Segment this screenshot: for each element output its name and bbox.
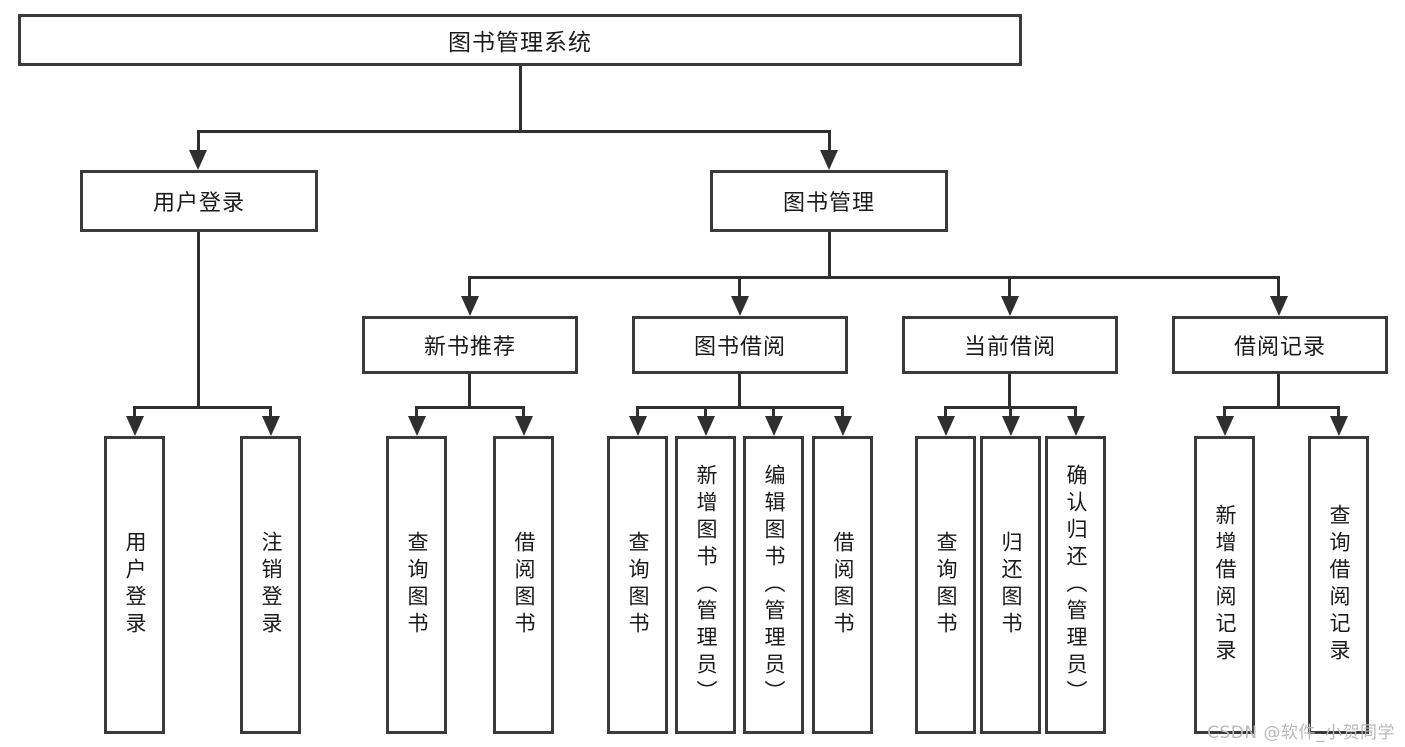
edge-drop-new-book-recommend (468, 276, 471, 296)
edge-user-login-stem (197, 232, 200, 406)
edge-drop-leaf-query-book-3 (944, 406, 947, 418)
edge-drop-book-management (828, 130, 831, 150)
node-leaf-add-book[interactable]: 新增图书（管理员） (675, 436, 736, 734)
edge-drop-leaf-return-book (1009, 406, 1012, 418)
node-label: 图书管理系统 (448, 30, 592, 56)
arrowhead-leaf-query-book-3 (937, 416, 955, 436)
edge-book-borrow-stem (738, 374, 741, 406)
node-leaf-borrow-book-1[interactable]: 借阅图书 (493, 436, 554, 734)
edge-drop-leaf-query-record (1337, 406, 1340, 418)
edge-drop-leaf-add-record (1223, 406, 1226, 418)
node-label: 借阅记录 (1233, 335, 1326, 360)
edge-level2-bus (197, 130, 831, 133)
edge-new-book-recommend-stem (468, 374, 471, 406)
node-label: 注销登录 (259, 531, 283, 639)
node-label: 新增图书（管理员） (694, 463, 718, 707)
edge-new-book-recommend-leaf-bus (415, 406, 525, 409)
node-label: 查询图书 (626, 531, 650, 639)
node-leaf-edit-book[interactable]: 编辑图书（管理员） (743, 436, 804, 734)
arrowhead-book-management (820, 150, 838, 170)
node-current-borrow[interactable]: 当前借阅 (902, 316, 1118, 374)
arrowhead-leaf-user-login (126, 416, 144, 436)
edge-root-stem (519, 66, 522, 130)
node-label: 编辑图书（管理员） (762, 463, 786, 707)
edge-drop-user-login (197, 130, 200, 150)
edge-drop-current-borrow (1008, 276, 1011, 296)
node-book-borrow[interactable]: 图书借阅 (632, 316, 848, 374)
arrowhead-leaf-confirm-return (1067, 416, 1085, 436)
edge-borrow-record-leaf-bus (1223, 406, 1340, 409)
edge-drop-leaf-edit-book (772, 406, 775, 418)
arrowhead-leaf-borrow-book-1 (515, 416, 533, 436)
node-leaf-query-book-3[interactable]: 查询图书 (915, 436, 976, 734)
node-label: 查询图书 (405, 531, 429, 639)
node-leaf-query-book-1[interactable]: 查询图书 (386, 436, 447, 734)
arrowhead-leaf-query-book-1 (408, 416, 426, 436)
edge-drop-borrow-record (1277, 276, 1280, 296)
node-label: 借阅图书 (831, 531, 855, 639)
arrowhead-user-login (189, 150, 207, 170)
edge-book-management-stem (828, 232, 831, 276)
node-label: 新增借阅记录 (1213, 504, 1237, 666)
node-label: 确认归还（管理员） (1064, 463, 1088, 707)
arrowhead-leaf-query-book-2 (629, 416, 647, 436)
node-label: 归还图书 (999, 531, 1023, 639)
edge-level3-bus (468, 276, 1280, 279)
node-label: 新书推荐 (423, 335, 516, 360)
node-label: 当前借阅 (963, 335, 1056, 360)
arrowhead-leaf-query-record (1330, 416, 1348, 436)
arrowhead-leaf-edit-book (765, 416, 783, 436)
node-leaf-borrow-book-2[interactable]: 借阅图书 (812, 436, 873, 734)
node-leaf-add-record[interactable]: 新增借阅记录 (1194, 436, 1255, 734)
node-leaf-query-book-2[interactable]: 查询图书 (607, 436, 668, 734)
arrowhead-book-borrow (731, 296, 749, 316)
node-new-book-recommend[interactable]: 新书推荐 (362, 316, 578, 374)
edge-drop-leaf-user-login (133, 406, 136, 418)
node-leaf-return-book[interactable]: 归还图书 (980, 436, 1041, 734)
node-leaf-query-record[interactable]: 查询借阅记录 (1308, 436, 1369, 734)
edge-user-login-leaf-bus (133, 406, 272, 409)
arrowhead-new-book-recommend (461, 296, 479, 316)
node-leaf-logout[interactable]: 注销登录 (240, 436, 301, 734)
node-root-book-management-system[interactable]: 图书管理系统 (18, 14, 1022, 66)
edge-book-borrow-leaf-bus (636, 406, 844, 409)
edge-borrow-record-stem (1277, 374, 1280, 406)
edge-drop-leaf-logout (269, 406, 272, 418)
edge-drop-leaf-query-book-1 (415, 406, 418, 418)
arrowhead-borrow-record (1270, 296, 1288, 316)
arrowhead-leaf-add-record (1216, 416, 1234, 436)
edge-drop-leaf-borrow-book-2 (841, 406, 844, 418)
arrowhead-leaf-borrow-book-2 (834, 416, 852, 436)
node-book-management[interactable]: 图书管理 (710, 170, 948, 232)
node-label: 图书管理 (782, 191, 875, 216)
node-label: 借阅图书 (512, 531, 536, 639)
edge-drop-leaf-add-book (704, 406, 707, 418)
edge-current-borrow-stem (1008, 374, 1011, 406)
node-label: 查询借阅记录 (1327, 504, 1351, 666)
arrowhead-leaf-logout (262, 416, 280, 436)
node-label: 查询图书 (934, 531, 958, 639)
edge-drop-leaf-borrow-book-1 (522, 406, 525, 418)
edge-drop-book-borrow (738, 276, 741, 296)
edge-drop-leaf-query-book-2 (636, 406, 639, 418)
node-leaf-user-login[interactable]: 用户登录 (104, 436, 165, 734)
node-label: 图书借阅 (693, 335, 786, 360)
node-user-login[interactable]: 用户登录 (80, 170, 318, 232)
arrowhead-leaf-add-book (697, 416, 715, 436)
arrowhead-leaf-return-book (1002, 416, 1020, 436)
edge-drop-leaf-confirm-return (1074, 406, 1077, 418)
node-label: 用户登录 (152, 191, 245, 216)
arrowhead-current-borrow (1001, 296, 1019, 316)
node-leaf-confirm-return[interactable]: 确认归还（管理员） (1045, 436, 1106, 734)
node-label: 用户登录 (123, 531, 147, 639)
csdn-watermark: CSDN @软件_小贺同学 (1207, 723, 1395, 743)
node-borrow-record[interactable]: 借阅记录 (1172, 316, 1388, 374)
